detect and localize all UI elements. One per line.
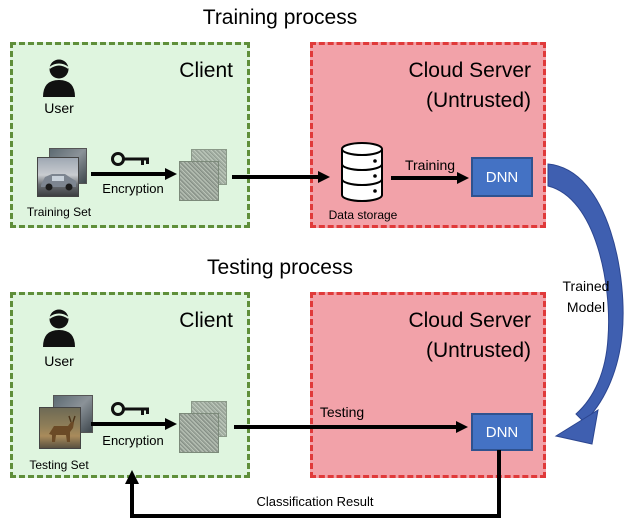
training-arrow-icon — [391, 172, 469, 184]
training-encryption-label: Encryption — [102, 181, 164, 196]
training-server-title-line1: Cloud Server — [408, 59, 531, 82]
deer-icon — [49, 415, 76, 442]
training-label: Training — [404, 157, 456, 173]
key-icon — [111, 152, 149, 166]
testing-arrow-icon — [234, 421, 468, 433]
database-icon — [341, 142, 383, 202]
training-dnn-box: DNN — [471, 157, 533, 197]
car-icon — [41, 174, 76, 191]
trained-model-label-line2: Model — [566, 299, 606, 315]
testing-user-label: User — [44, 353, 74, 369]
training-set-image — [37, 157, 79, 197]
data-storage-label: Data storage — [328, 208, 398, 222]
training-set-label: Training Set — [26, 205, 92, 219]
training-server-title-line2: (Untrusted) — [425, 89, 531, 112]
classification-result-label: Classification Result — [256, 494, 374, 509]
encrypted-image — [179, 413, 219, 453]
training-client-title: Client — [179, 59, 233, 82]
encryption-arrow-icon — [91, 168, 177, 180]
trained-model-label-line1: Trained — [562, 278, 610, 294]
testing-dnn-box: DNN — [471, 413, 533, 451]
testing-client-title: Client — [179, 309, 233, 332]
encrypted-image — [179, 161, 219, 201]
key-icon — [111, 402, 149, 416]
encryption-arrow-icon — [91, 418, 177, 430]
upload-arrow-icon — [232, 171, 330, 183]
testing-set-image — [39, 407, 81, 449]
classification-result-arrow-icon — [125, 450, 501, 518]
training-user-label: User — [44, 100, 74, 116]
testing-label: Testing — [319, 404, 365, 420]
testing-server-title-line2: (Untrusted) — [425, 339, 531, 362]
testing-server-box: Cloud Server (Untrusted) DNN — [310, 292, 546, 478]
training-server-box: Cloud Server (Untrusted) Data storage Tr… — [310, 42, 546, 228]
testing-set-label: Testing Set — [29, 458, 89, 472]
testing-process-title: Testing process — [207, 256, 353, 279]
user-icon — [43, 309, 75, 347]
testing-encryption-label: Encryption — [102, 433, 164, 448]
testing-client-box: Client User Testing Set Encryption — [10, 292, 250, 478]
testing-server-title-line1: Cloud Server — [408, 309, 531, 332]
training-process-title: Training process — [202, 6, 358, 29]
curved-arrow-icon — [547, 163, 624, 445]
user-icon — [43, 59, 75, 97]
training-client-box: Client User Training Set Encryption — [10, 42, 250, 228]
